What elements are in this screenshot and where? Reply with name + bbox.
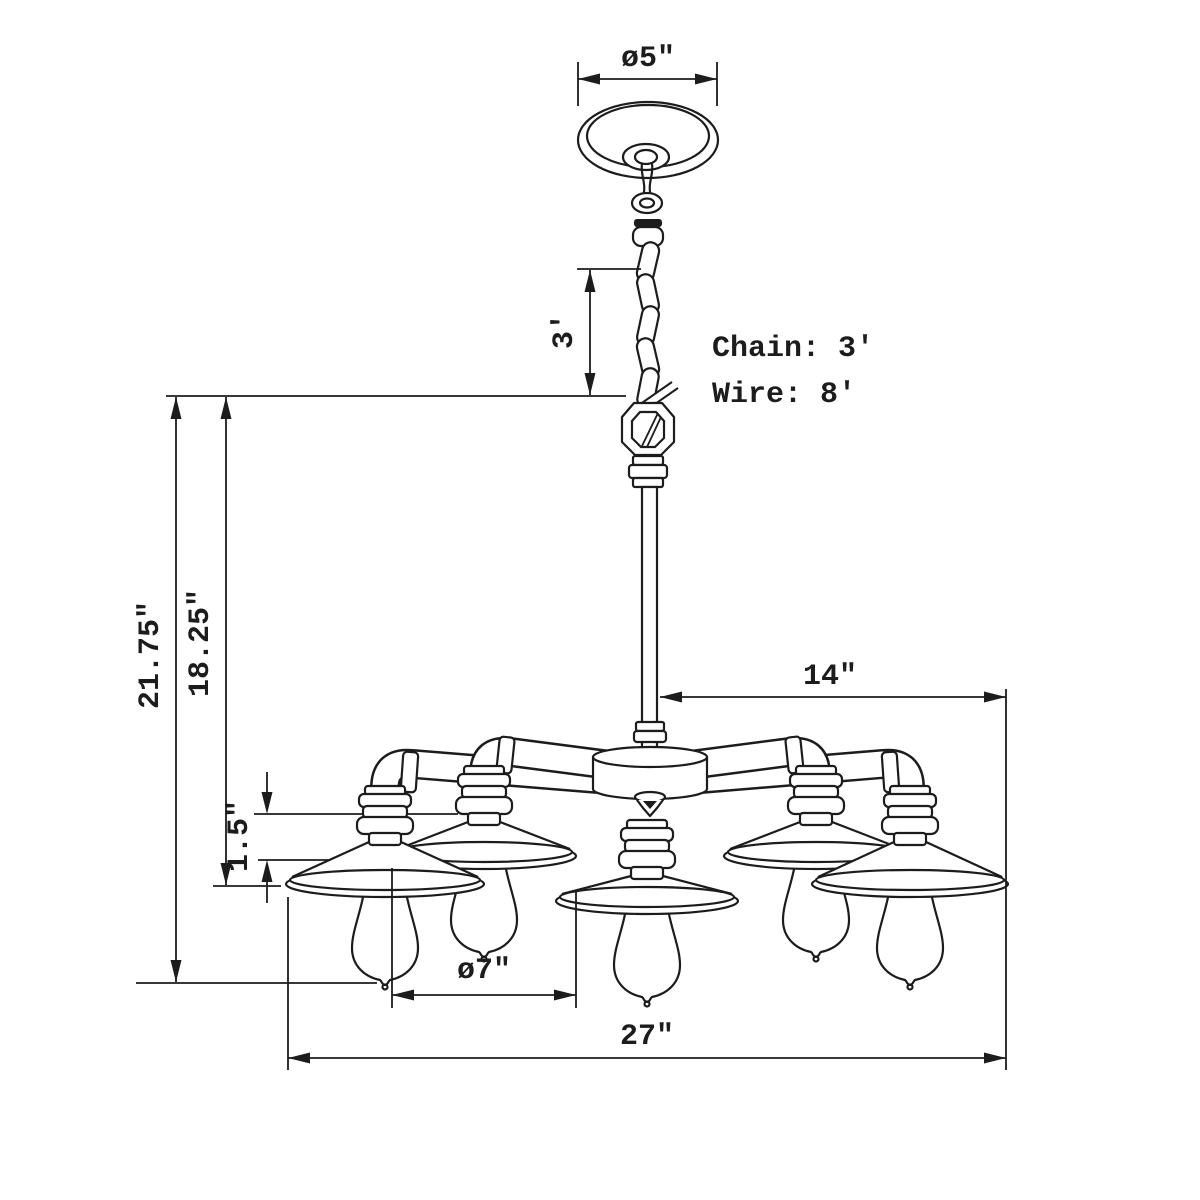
lamp-socket [355,784,415,847]
hanging-chain [625,241,679,421]
dimension-shade-diameter: ø7″ [391,868,577,1008]
hanging-loop [620,401,676,457]
stem-rod [627,454,669,761]
dimension-canopy-diameter: ø5″ [577,42,718,106]
ceiling-canopy [576,100,720,248]
dimension-overall-width: 27″ [287,897,1006,1070]
overall-height-label: 21.75″ [134,601,168,709]
canopy-diameter-label: ø5″ [621,42,675,76]
chain-links [635,241,661,409]
strain-relief-band [634,219,662,227]
stem-collar [634,720,666,733]
dimension-shade-height: 1.5″ [223,772,273,903]
wire-note: Wire: 8′ [712,378,856,412]
chain-length-label: 3′ [548,313,582,349]
lamp-socket [880,784,940,847]
shade-diameter-label: ø7″ [457,954,511,988]
dimension-overall-height: 21.75″ [134,397,377,984]
spec-notes: Chain: 3′ Wire: 8′ [712,332,874,412]
overall-width-label: 27″ [620,1020,674,1054]
down-rod [640,485,659,761]
lamp-outer-left [284,784,486,991]
dimension-height-to-shade: 18.25″ [184,397,281,887]
height-to-shade-label: 18.25″ [184,589,218,697]
lamp-outer-right [810,784,1010,991]
lamp-socket [786,764,846,827]
dimension-chain-length: 3′ [548,268,641,395]
lamp-socket [617,818,677,881]
center-hub [591,745,709,818]
shade-height-label: 1.5″ [223,800,257,872]
lamp-center [554,818,740,1008]
center-to-edge-label: 14″ [803,660,857,694]
dimension-center-to-edge: 14″ [660,660,1007,1070]
lamp-socket [454,764,514,827]
chain-note: Chain: 3′ [712,332,874,366]
pipe-flange [399,750,420,794]
